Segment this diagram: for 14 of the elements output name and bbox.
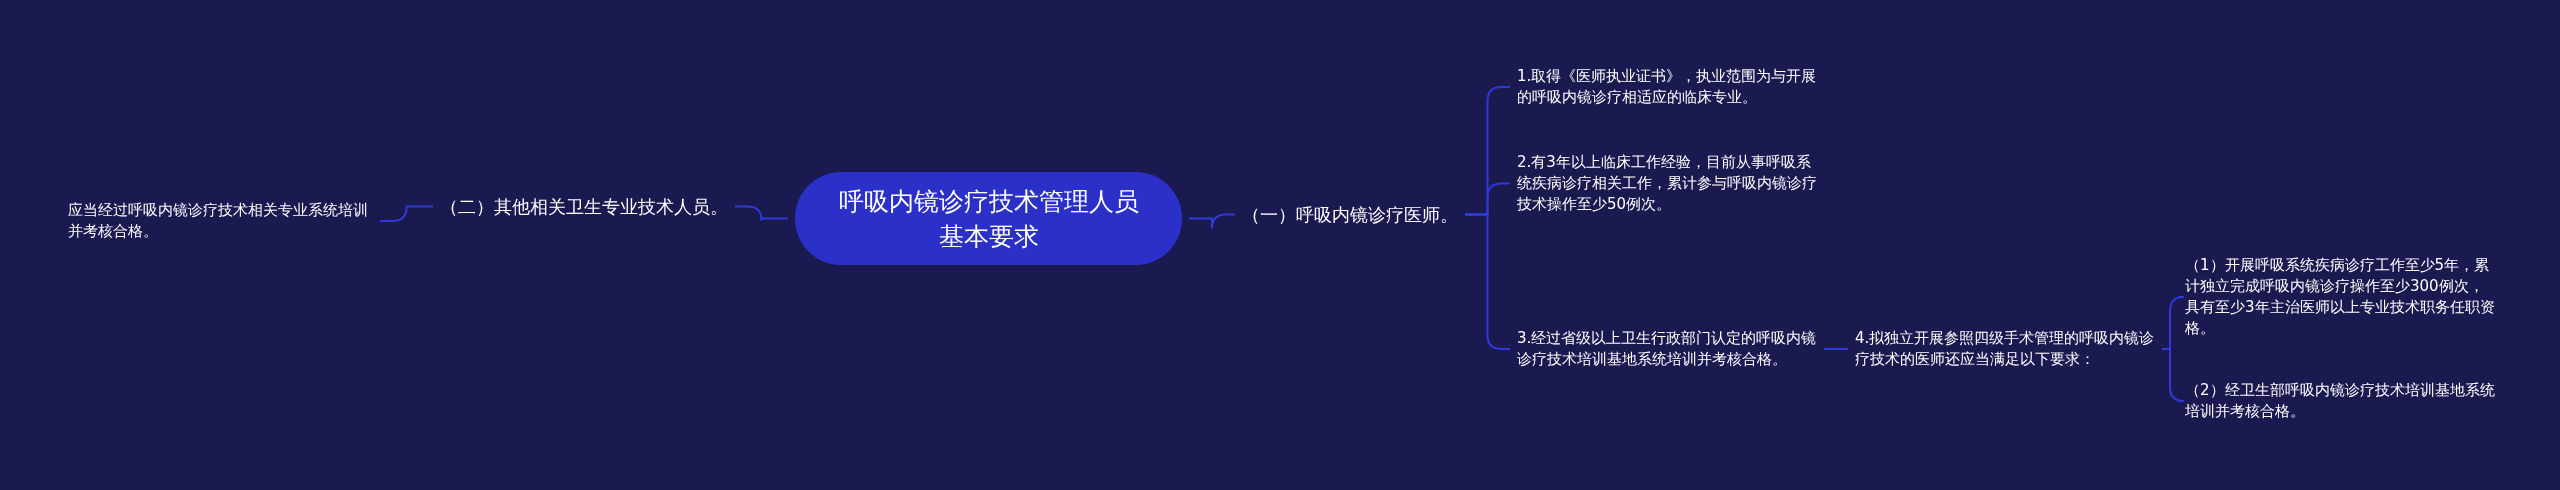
- topic-text: 4.拟独立开展参照四级手术管理的呼吸内镜诊疗技术的医师还应当满足以下要求：: [1855, 328, 2155, 370]
- topic-text: 2.有3年以上临床工作经验，目前从事呼吸系统疾病诊疗相关工作，累计参与呼吸内镜诊疗技术操作至少50例次。: [1517, 152, 1817, 215]
- topic-text: （二）其他相关卫生专业技术人员。: [440, 194, 728, 220]
- topic-text: 应当经过呼吸内镜诊疗技术相关专业系统培训并考核合格。: [68, 200, 373, 242]
- topic-text: （2）经卫生部呼吸内镜诊疗技术培训基地系统培训并考核合格。: [2185, 380, 2497, 422]
- topic-text: （1）开展呼吸系统疾病诊疗工作至少5年，累计独立完成呼吸内镜诊疗操作至少300例次，具有至少3年主治医师以上专业技术职务任职资格。: [2185, 255, 2497, 339]
- topic-text: 1.取得《医师执业证书》，执业范围为与开展的呼吸内镜诊疗相适应的临床专业。: [1517, 66, 1817, 108]
- central-topic: 呼吸内镜诊疗技术管理人员基本要求: [795, 172, 1182, 265]
- connector-line: [734, 205, 789, 222]
- topic-text: （一）呼吸内镜诊疗医师。: [1242, 202, 1458, 228]
- topic-text: 3.经过省级以上卫生行政部门认定的呼吸内镜诊疗技术培训基地系统培训并考核合格。: [1517, 328, 1817, 370]
- connector-line: [1188, 213, 1236, 230]
- connector-line: [379, 205, 434, 222]
- connector-line: [1823, 348, 1849, 350]
